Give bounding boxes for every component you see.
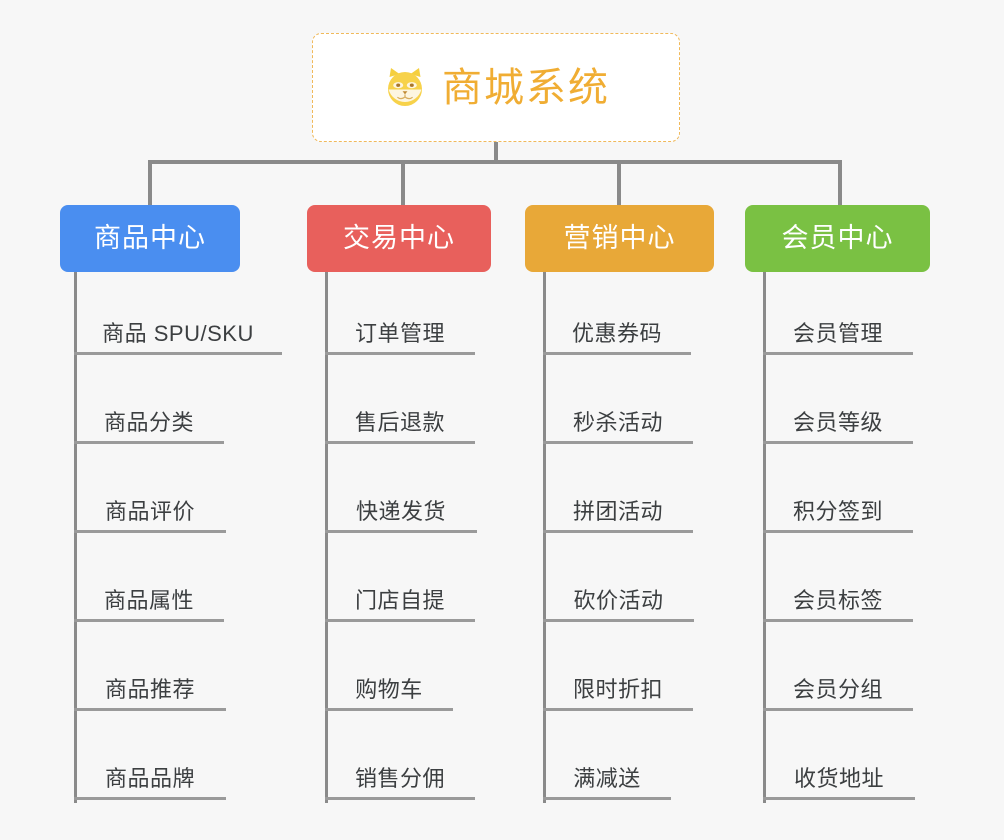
leaf-item-label: 商品品牌 [104,766,195,791]
shiba-dog-icon [382,65,428,111]
leaf-item[interactable]: 会员分组 [763,665,913,711]
leaf-item[interactable]: 满减送 [543,754,671,800]
branch-header-label: 商品中心 [94,223,206,253]
leaf-item[interactable]: 优惠券码 [543,309,691,355]
leaf-item[interactable]: 门店自提 [325,576,475,622]
leaf-item[interactable]: 商品属性 [74,576,224,622]
leaf-item[interactable]: 购物车 [325,665,453,711]
leaf-item-label: 砍价活动 [573,588,664,613]
connector-drop-3 [617,160,621,206]
leaf-item[interactable]: 收货地址 [763,754,915,800]
leaf-item-label: 拼团活动 [572,499,663,524]
leaf-item-label: 订单管理 [354,321,445,346]
branch-header-4[interactable]: 会员中心 [745,205,930,272]
leaf-item[interactable]: 快递发货 [325,487,477,533]
leaf-item-label: 会员标签 [792,588,883,613]
leaf-item-label: 会员分组 [792,677,883,702]
branch-header-1[interactable]: 商品中心 [60,205,240,272]
leaf-item-label: 商品推荐 [104,677,195,702]
leaf-item-label: 门店自提 [354,588,445,613]
root-title: 商城系统 [442,65,610,110]
root-node[interactable]: 商城系统 [312,33,680,142]
branch-header-2[interactable]: 交易中心 [307,205,491,272]
leaf-item[interactable]: 会员等级 [763,398,913,444]
leaf-item-label: 快递发货 [355,499,446,524]
leaf-item[interactable]: 会员标签 [763,576,913,622]
leaf-item-label: 商品分类 [103,410,194,435]
branch-header-label: 营销中心 [563,223,676,253]
leaf-item-label: 秒杀活动 [572,410,663,435]
branch-header-3[interactable]: 营销中心 [525,205,714,272]
connector-drop-4 [838,160,842,206]
leaf-item-label: 满减送 [573,766,641,791]
leaf-item[interactable]: 限时折扣 [543,665,693,711]
leaf-item[interactable]: 会员管理 [763,309,913,355]
branch-header-label: 交易中心 [343,223,455,253]
leaf-item-label: 售后退款 [354,410,445,435]
connector-drop-1 [148,160,152,206]
leaf-item[interactable]: 积分签到 [763,487,913,533]
leaf-item[interactable]: 砍价活动 [543,576,694,622]
branch-header-label: 会员中心 [781,223,894,253]
leaf-item[interactable]: 秒杀活动 [543,398,693,444]
leaf-item-label: 商品 SPU/SKU [102,321,254,346]
leaf-item[interactable]: 商品品牌 [74,754,226,800]
leaf-item-label: 购物车 [355,677,423,702]
leaf-item-label: 限时折扣 [572,677,663,702]
leaf-item-label: 优惠券码 [571,321,662,346]
connector-drop-2 [401,160,405,206]
leaf-item[interactable]: 售后退款 [325,398,475,444]
leaf-item-label: 会员管理 [792,321,883,346]
leaf-item[interactable]: 拼团活动 [543,487,693,533]
leaf-item[interactable]: 销售分佣 [325,754,475,800]
leaf-item-label: 积分签到 [792,499,883,524]
leaf-item[interactable]: 商品推荐 [74,665,226,711]
leaf-item[interactable]: 商品评价 [74,487,226,533]
leaf-item-label: 收货地址 [793,766,884,791]
branch-trunk-2 [325,272,328,803]
leaf-item-label: 会员等级 [792,410,883,435]
leaf-item-label: 商品属性 [103,588,194,613]
leaf-item-label: 销售分佣 [354,766,445,791]
leaf-item[interactable]: 商品 SPU/SKU [74,309,282,355]
branch-trunk-3 [543,272,546,803]
connector-root-stem [494,142,498,162]
branch-trunk-1 [74,272,77,803]
branch-trunk-4 [763,272,766,803]
leaf-item[interactable]: 订单管理 [325,309,475,355]
leaf-item-label: 商品评价 [104,499,195,524]
connector-bus [150,160,842,164]
leaf-item[interactable]: 商品分类 [74,398,224,444]
